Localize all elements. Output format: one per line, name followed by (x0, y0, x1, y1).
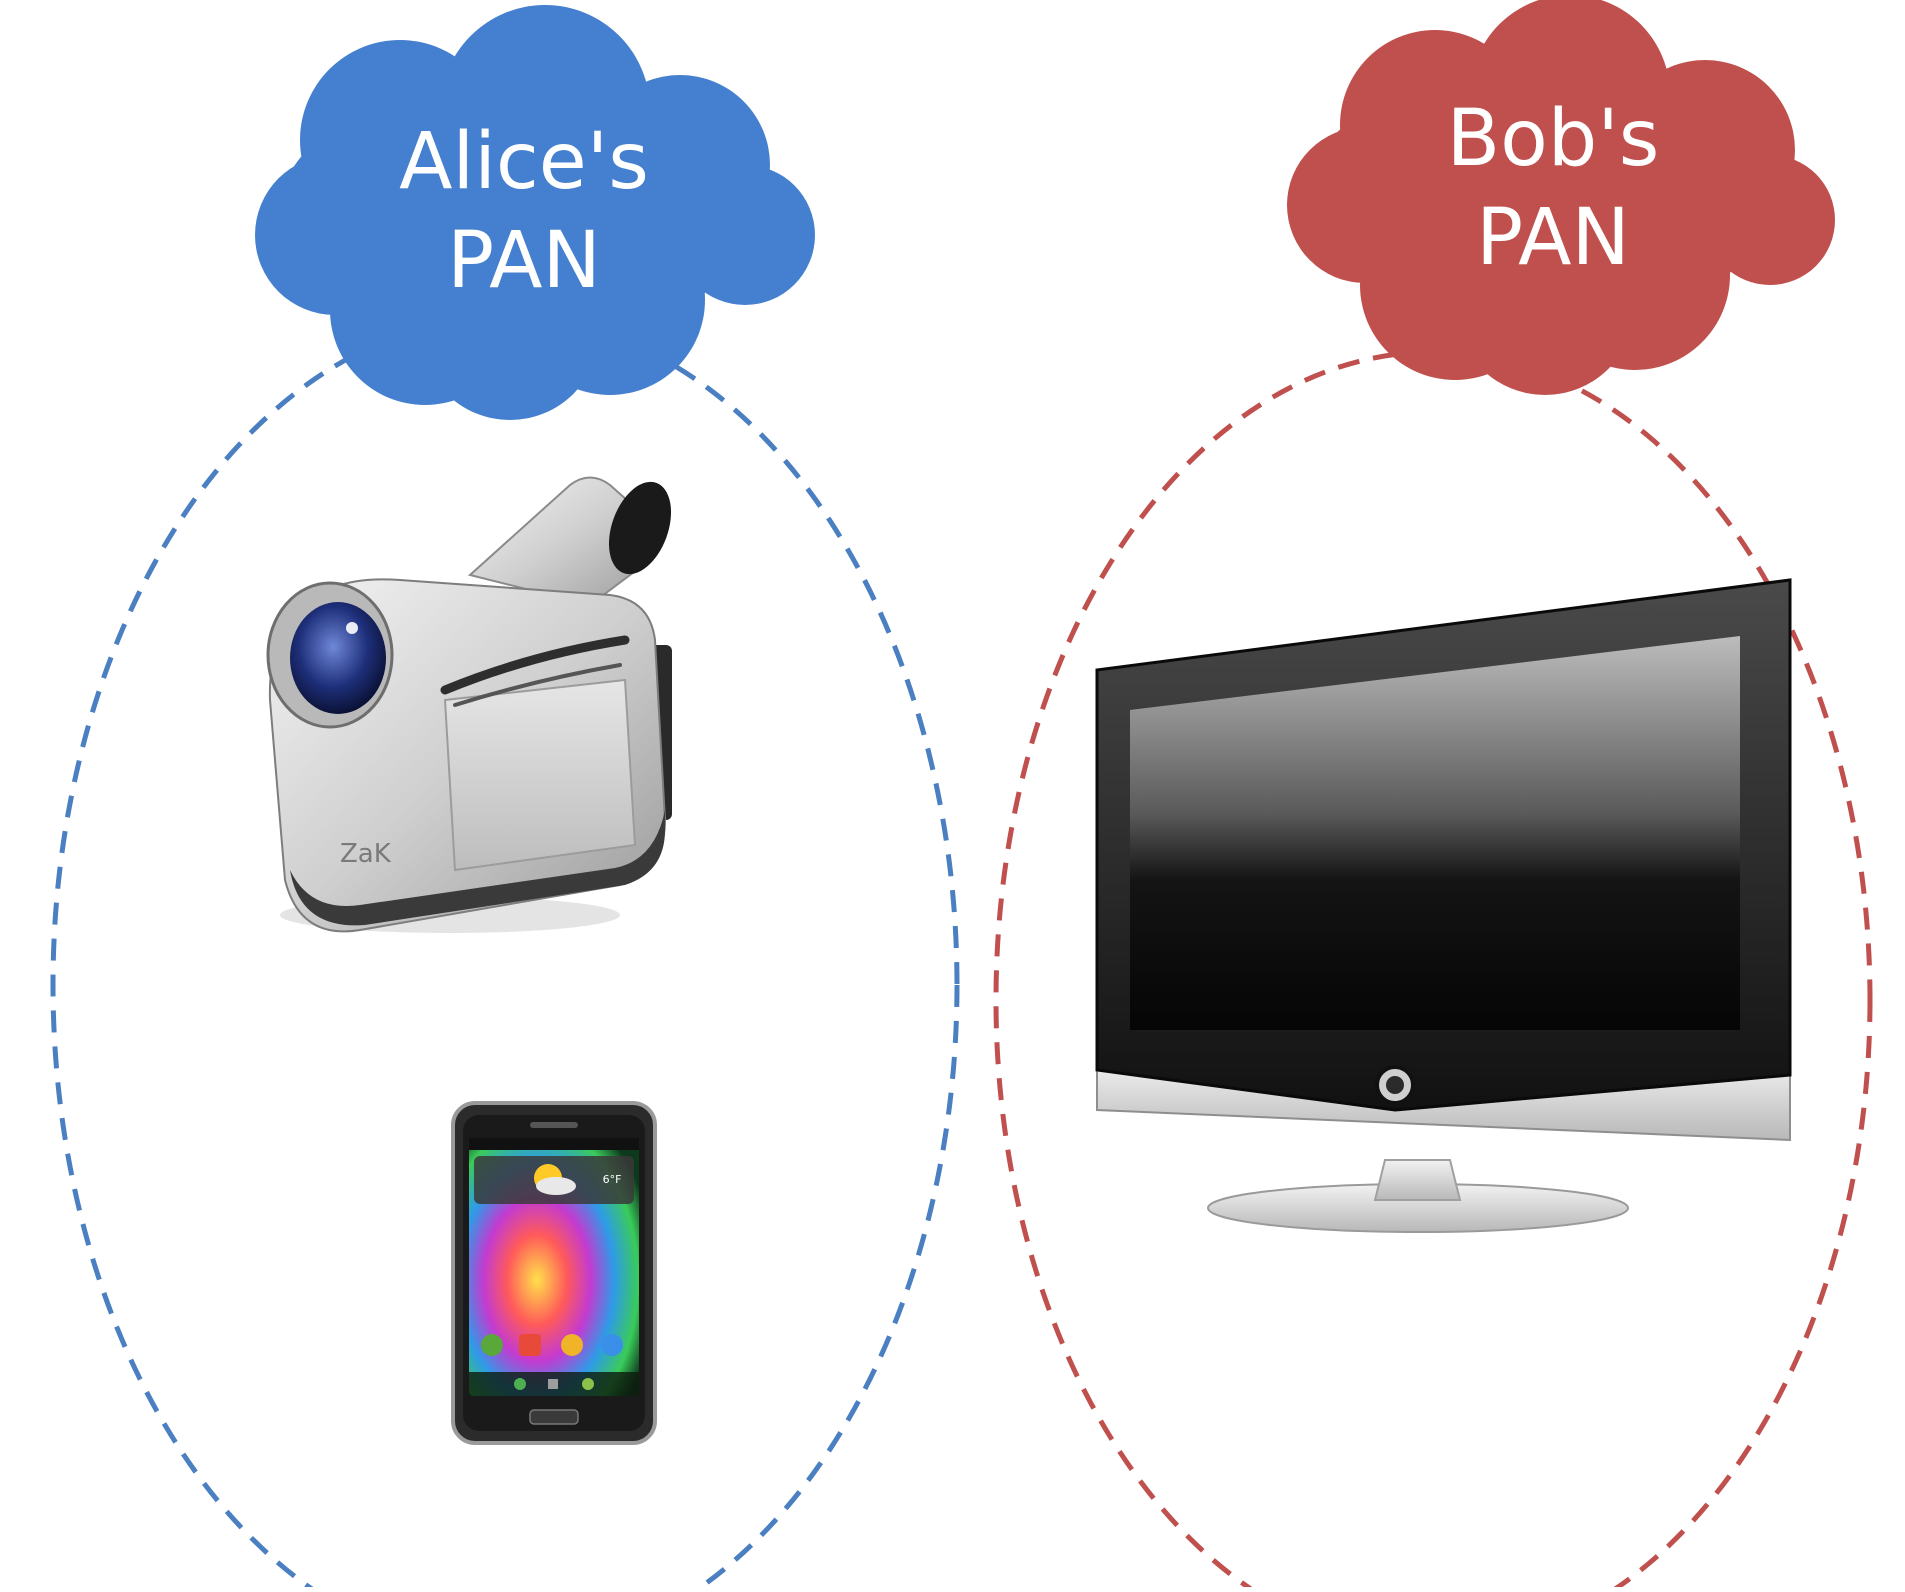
bob-pan-cloud: Bob's PAN (1287, 0, 1835, 395)
camcorder-brand-label: ZaK (340, 839, 392, 869)
alice-pan-cloud: Alice's PAN (255, 5, 815, 420)
camcorder-icon: ZaK (266, 476, 672, 933)
smartphone-icon: 6°F (451, 1101, 657, 1445)
bob-cloud-line2: PAN (1476, 193, 1630, 283)
bob-cloud-line1: Bob's (1447, 94, 1660, 184)
alice-cloud-line1: Alice's (399, 117, 649, 207)
phone-temperature: 6°F (603, 1173, 622, 1186)
bob-pan-boundary (993, 349, 1873, 1592)
alice-cloud-line2: PAN (447, 216, 601, 306)
alice-pan-boundary (50, 314, 960, 1592)
flat-screen-tv-icon (1095, 578, 1792, 1233)
